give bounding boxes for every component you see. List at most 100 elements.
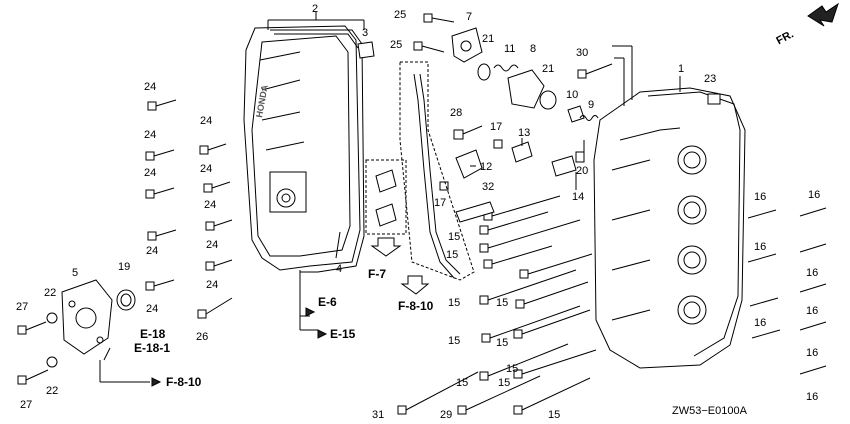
bolt-24-d [147,229,177,241]
callout-label: 15 [496,297,508,309]
oring-19 [116,289,136,311]
stud-16-i [799,365,827,375]
part-8 [507,69,545,109]
oring-21-b [539,90,557,110]
long-bolt-15-b [479,219,581,253]
bolt-30 [577,63,613,79]
part-9 [579,115,599,121]
callout-label: 15 [448,297,460,309]
callout-label: 30 [576,47,588,59]
callout-label: 27 [16,301,28,313]
callout-label: 15 [448,335,460,347]
head-cover: HONDA [243,25,361,271]
callout-label: 24 [144,81,156,93]
part-11 [493,64,519,72]
front-direction-arrow: FR. [774,2,839,47]
water-pump-5 [61,279,113,355]
callout-label: 21 [482,33,494,45]
stud-16-d [799,243,827,253]
callout-label: 3 [362,27,368,39]
callout-label: 15 [496,337,508,349]
callout-label: 22 [46,385,58,397]
callout-label: 21 [542,63,554,75]
part-20 [575,151,585,163]
callout-label: 2 [312,3,318,15]
callout-label: 15 [456,377,468,389]
section-refs: F-7 F-8-10 E-6 E-15 E-18 E-18-1 F-8-10 [134,267,434,389]
callout-label: 24 [144,129,156,141]
callout-label: 11 [504,43,515,55]
bolt-27-b [17,369,49,385]
bolts [17,13,827,415]
callout-label: 17 [434,197,446,209]
bolt-24-h [205,219,233,231]
bolt-24-b [145,149,175,161]
callout-label: 16 [808,189,820,201]
callout-label: 17 [490,121,502,133]
part-13 [511,141,533,163]
callout-label: 24 [206,239,218,251]
callout-label: 13 [518,127,530,139]
callout-label: 12 [480,161,492,173]
callout-label: 9 [588,99,594,111]
part-3 [357,41,375,59]
callout-label: 24 [146,303,158,315]
callout-label: 15 [446,249,458,261]
arrow-f810 [400,275,430,295]
long-bolt-extra-2 [519,253,593,279]
callout-label: 16 [754,191,766,203]
long-bolt-15-d [479,269,577,305]
front-direction-label: FR. [774,28,795,47]
long-bolt-29 [457,375,541,415]
bolt-28 [453,125,483,140]
ref-e15: E-15 [330,327,356,341]
bolt-24-e [145,279,175,291]
callout-label: 20 [576,165,588,177]
callout-label: 1 [678,63,684,75]
callout-label: 15 [448,231,460,243]
hose [413,73,455,279]
bolt-24-g [203,181,231,193]
stud-16-h [799,321,827,331]
arrow-f7 [370,237,402,257]
callout-label: 4 [336,263,342,275]
long-bolt-15-j [513,377,591,415]
callout-label: 27 [20,399,32,411]
part-23 [707,93,721,105]
callout-label: 15 [498,377,510,389]
callout-label: 15 [548,409,560,421]
nut-17-a [493,139,503,149]
stud-16-e [749,297,779,307]
bolt-27-a [17,321,47,335]
callout-label: 15 [506,363,518,375]
callout-label: 16 [754,241,766,253]
bolt-24-a [147,99,177,111]
cylinder-head [593,87,746,369]
diagram-code: ZW53−E0100A [672,405,748,417]
long-bolt-extra-1 [483,195,561,221]
part-10 [567,105,585,123]
washer-22-b [46,356,58,368]
bolt-24-i [205,259,233,271]
callout-label: 24 [200,115,212,127]
stud-16-g [751,329,781,339]
part-32 [455,201,495,223]
stud-16-a [747,209,777,219]
long-bolt-15-f [481,305,581,343]
callout-label: 31 [372,409,384,421]
callout-label: 29 [440,409,452,421]
bolt-26 [197,297,233,319]
callout-label: 16 [806,347,818,359]
bolt-24-f [199,143,227,155]
nut-17-b [439,181,449,191]
callout-label: 24 [200,163,212,175]
callout-label: 14 [572,191,584,203]
stud-16-c [747,253,777,263]
part-14 [551,155,577,177]
callouts: 2 25 7 3 25 21 11 8 30 21 1 23 24 24 24 … [16,3,820,421]
callout-label: 5 [72,267,78,279]
callout-label: 19 [118,261,130,273]
callout-label: 25 [394,9,406,21]
